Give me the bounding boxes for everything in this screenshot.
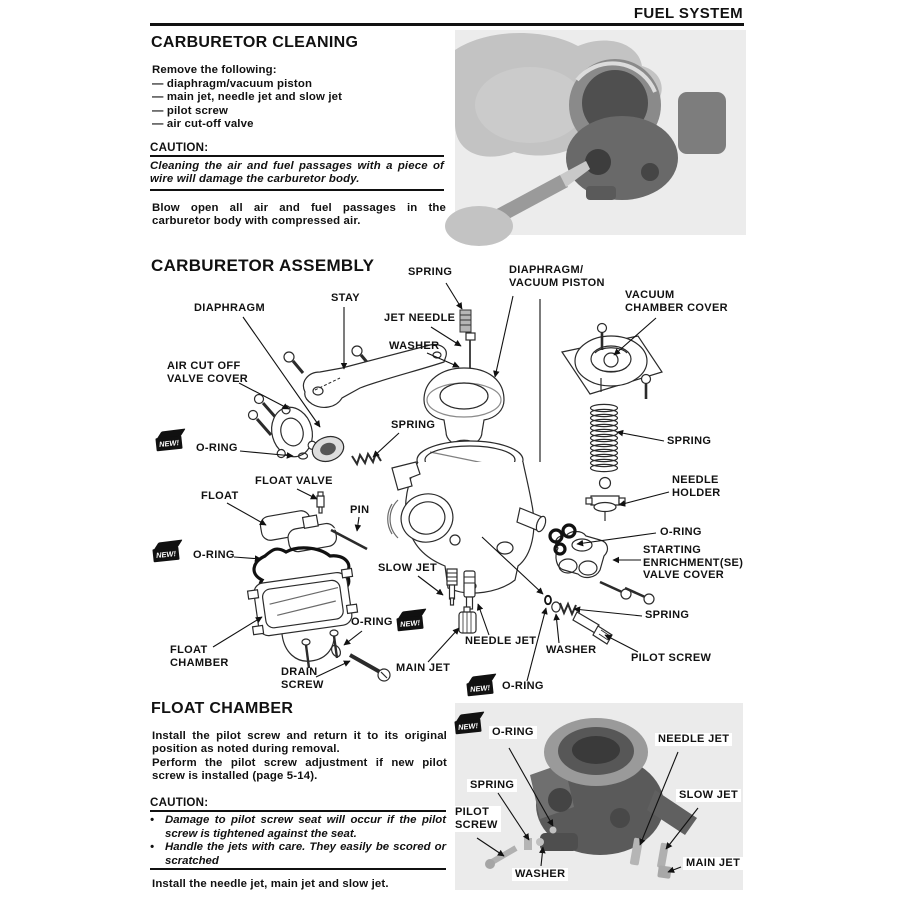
list-item: — diaphragm/vacuum piston [152, 78, 313, 90]
part-label: DRAIN SCREW [281, 666, 324, 691]
part-label: STARTING ENRICHMENT(SE) VALVE COVER [643, 544, 744, 582]
photo-carburetor-hand [445, 30, 746, 246]
list-item: — air cut-off valve [152, 118, 254, 131]
caution-bullet-text: Damage to pilot screw seat will occur if… [165, 814, 446, 840]
new-badge-icon: NEW! [152, 539, 185, 565]
part-label: FLOAT [201, 490, 239, 502]
part-label: SPRING [645, 609, 690, 621]
cleaning-intro: Remove the following: [152, 64, 277, 76]
caution-bullet-item: • Handle the jets with care. They easily… [150, 841, 446, 868]
part-label: MAIN JET [396, 662, 451, 674]
part-label: SPRING [408, 266, 453, 278]
caution-rule-top [150, 155, 444, 157]
photo-part-label: MAIN JET [683, 857, 744, 870]
part-label: FLOAT CHAMBER [170, 644, 229, 669]
part-label: SPRING [391, 419, 436, 431]
new-badge-icon: NEW! [396, 608, 429, 634]
section-title-carburetor-assembly: CARBURETOR ASSEMBLY [151, 256, 375, 275]
new-badge-text: NEW! [152, 546, 180, 563]
part-label: O-RING [196, 442, 238, 454]
part-label: O-RING [351, 616, 393, 628]
part-label: NEEDLE HOLDER [672, 474, 721, 499]
caution-bullet-item: • Damage to pilot screw seat will occur … [150, 814, 446, 841]
part-label: FLOAT VALVE [255, 475, 333, 487]
part-label: JET NEEDLE [384, 312, 456, 324]
cleaning-outro: Blow open all air and fuel passages in t… [152, 202, 446, 228]
photo-part-label: O-RING [489, 726, 537, 739]
caution2-rule-bottom [150, 868, 446, 870]
assembly-diagram [246, 299, 663, 682]
float-chamber-para2: Perform the pilot screw adjustment if ne… [152, 757, 447, 783]
new-badge-text: NEW! [396, 615, 424, 632]
part-label: VACUUM CHAMBER COVER [625, 289, 728, 314]
new-badge-text: NEW! [454, 718, 482, 735]
caution-bullet-list: • Damage to pilot screw seat will occur … [150, 814, 446, 868]
bullet-marker: • [150, 841, 154, 854]
caution-text: Cleaning the air and fuel passages with … [150, 160, 444, 186]
list-item: — main jet, needle jet and slow jet [152, 91, 343, 104]
section-title-float-chamber: FLOAT CHAMBER [151, 700, 294, 717]
header-rule [150, 23, 744, 26]
photo-part-label: SLOW JET [676, 789, 742, 802]
part-label: PILOT SCREW [631, 652, 712, 664]
new-badge-text: NEW! [155, 435, 183, 452]
part-label: WASHER [389, 340, 440, 352]
cleaning-item-list: — diaphragm/vacuum piston— main jet, nee… [152, 78, 342, 132]
part-label: SLOW JET [378, 562, 438, 574]
section-title-carburetor-cleaning: CARBURETOR CLEANING [151, 34, 359, 51]
part-label: NEEDLE JET [465, 635, 537, 647]
float-chamber-para1: Install the pilot screw and return it to… [152, 730, 447, 756]
caution-rule-bottom [150, 189, 444, 191]
float-chamber-outro: Install the needle jet, main jet and slo… [152, 878, 389, 890]
part-label: DIAPHRAGM [194, 302, 265, 314]
photo-part-label: WASHER [512, 868, 569, 881]
caution-label: CAUTION: [150, 141, 209, 154]
new-badge-icon: NEW! [155, 428, 188, 454]
leader-arrows [212, 282, 699, 873]
new-badge-icon: NEW! [466, 673, 499, 699]
caution-label-2: CAUTION: [150, 796, 209, 809]
new-badge-text: NEW! [466, 680, 494, 697]
caution2-rule-top [150, 810, 446, 812]
part-label: SPRING [667, 435, 712, 447]
part-label: DIAPHRAGM/ VACUUM PISTON [509, 264, 605, 289]
part-label: O-RING [193, 549, 235, 561]
part-label: O-RING [660, 526, 702, 538]
bullet-marker: • [150, 814, 154, 826]
photo-part-label: PILOT SCREW [452, 806, 501, 832]
part-label: O-RING [502, 680, 544, 692]
photo-part-label: NEEDLE JET [655, 733, 733, 746]
list-item: — pilot screw [152, 104, 229, 117]
page-header-title: FUEL SYSTEM [633, 5, 743, 22]
part-label: WASHER [546, 644, 597, 656]
new-badge-icon: NEW! [454, 711, 487, 737]
part-label: PIN [350, 504, 370, 516]
caution-bullet-text: Handle the jets with care. They easily b… [165, 841, 446, 867]
photo-part-label: SPRING [467, 779, 518, 792]
part-label: AIR CUT OFF VALVE COVER [167, 360, 249, 385]
part-label: STAY [331, 292, 360, 304]
